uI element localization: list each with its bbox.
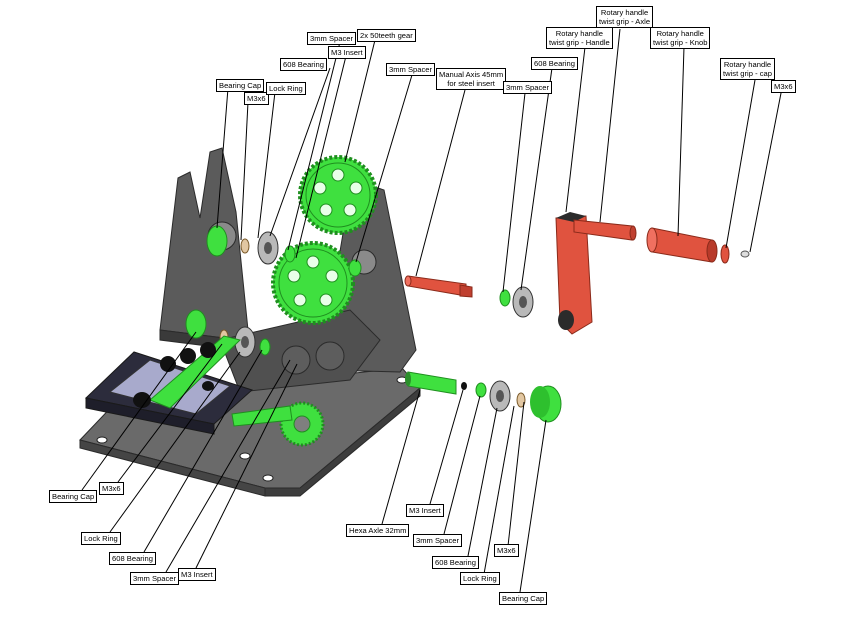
label-grip-knob: Rotary handle twist grip - Knob [650, 27, 711, 49]
label-lock-ring-left: Lock Ring [81, 532, 121, 545]
label-lock-ring-lower: Lock Ring [460, 572, 500, 585]
leader-lines [81, 28, 783, 593]
label-m3x6-right: M3x6 [771, 80, 796, 93]
hardware-left-upper [206, 225, 362, 277]
label-bearing-cap-left: Bearing Cap [49, 490, 98, 503]
label-m3x6-left: M3x6 [99, 482, 124, 495]
label-3mm-spacer-lower: 3mm Spacer [413, 534, 463, 547]
label-608-bearing-lower: 608 Bearing [432, 556, 479, 569]
label-grip-knob-line1: Rotary handle [656, 29, 704, 38]
label-manual-axis-line1: Manual Axis 45mm [439, 70, 504, 79]
gear-upper [298, 155, 378, 235]
label-grip-axle-line1: Rotary handle [600, 8, 649, 17]
label-lock-ring-top: Lock Ring [266, 82, 306, 95]
label-50teeth-gear: 2x 50teeth gear [357, 29, 416, 42]
label-608-bearing-top: 608 Bearing [280, 58, 327, 71]
gear-lower [271, 241, 355, 325]
hardware-right-upper [499, 286, 534, 318]
label-608-bearing-left: 608 Bearing [109, 552, 156, 565]
hardware-right-lower [461, 380, 562, 423]
label-m3-insert-bottom: M3 Insert [178, 568, 216, 581]
manual-axis [404, 275, 473, 298]
label-grip-cap-line1: Rotary handle [723, 60, 772, 69]
label-grip-handle-line1: Rotary handle [555, 29, 604, 38]
label-608-bearing-right: 608 Bearing [531, 57, 578, 70]
label-3mm-spacer-right: 3mm Spacer [503, 81, 553, 94]
label-m3x6-top: M3x6 [244, 92, 269, 105]
label-grip-cap: Rotary handle twist grip - cap [720, 58, 775, 80]
label-3mm-spacer-bottom: 3mm Spacer [130, 572, 180, 585]
label-m3-insert-lower: M3 Insert [406, 504, 444, 517]
label-grip-knob-line2: twist grip - Knob [653, 38, 708, 47]
label-grip-axle: Rotary handle twist grip - Axle [596, 6, 654, 28]
frame-middle [219, 309, 381, 393]
hexa-axle [405, 371, 457, 395]
label-3mm-spacer-mid: 3mm Spacer [386, 63, 436, 76]
rotary-handle [555, 212, 750, 335]
label-hexa-axle: Hexa Axle 32mm [346, 524, 410, 537]
label-grip-axle-line2: twist grip - Axle [599, 17, 651, 26]
label-3mm-spacer-top: 3mm Spacer [307, 32, 357, 45]
slider-assembly [84, 335, 293, 435]
label-manual-axis-line2: for steel insert [447, 79, 495, 88]
label-manual-axis: Manual Axis 45mm for steel insert [436, 68, 507, 90]
label-m3x6-lower: M3x6 [494, 544, 519, 557]
label-m3-insert-top: M3 Insert [328, 46, 366, 59]
label-grip-cap-line2: twist grip - cap [723, 69, 772, 78]
label-bearing-cap-top: Bearing Cap [216, 79, 265, 92]
label-grip-handle: Rotary handle twist grip - Handle [546, 27, 613, 49]
label-bearing-cap-lower: Bearing Cap [499, 592, 548, 605]
label-grip-handle-line2: twist grip - Handle [549, 38, 610, 47]
